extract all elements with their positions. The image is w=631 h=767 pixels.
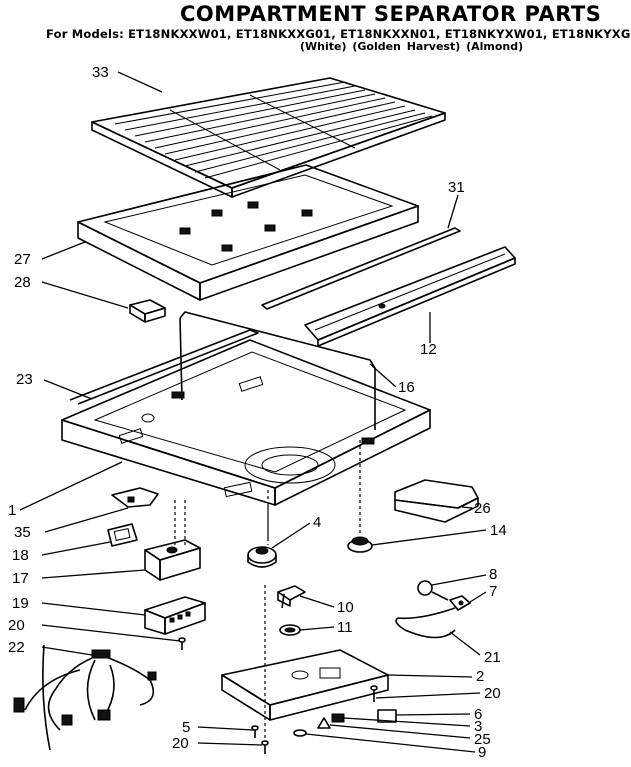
callout-9: 9 (478, 744, 486, 761)
callout-10: 10 (337, 599, 354, 616)
part-20-screw-b (370, 685, 378, 702)
callout-11: 11 (337, 619, 353, 636)
part-6-switch (377, 709, 397, 723)
callout-20-b: 20 (484, 685, 501, 702)
callout-5: 5 (182, 719, 190, 736)
callout-1: 1 (8, 502, 16, 519)
part-35-clip (111, 487, 159, 508)
callout-14: 14 (490, 522, 507, 539)
callout-16: 16 (398, 379, 415, 396)
callout-20-a: 20 (8, 617, 25, 634)
part-12-channel (304, 246, 516, 347)
model-list: For Models: ET18NKXXW01, ET18NKXXG01, ET… (46, 27, 631, 41)
part-22-harness (13, 644, 157, 751)
callout-19: 19 (12, 595, 29, 612)
callout-23: 23 (16, 371, 33, 388)
callout-33: 33 (92, 64, 109, 81)
part-4-knob (247, 490, 277, 568)
callout-8: 8 (489, 566, 497, 583)
part-5-screw (251, 725, 259, 738)
callout-26: 26 (474, 500, 491, 517)
callout-4: 4 (313, 514, 321, 531)
callout-20-c: 20 (172, 735, 189, 752)
callout-28: 28 (14, 274, 31, 291)
callout-27: 27 (14, 251, 31, 268)
part-20-screw-a (178, 637, 186, 650)
part-20-screw-c (261, 740, 269, 754)
callout-17: 17 (12, 570, 29, 587)
part-19-bracket (144, 596, 206, 635)
part-25-spring (317, 717, 331, 729)
part-9-pad (293, 729, 307, 737)
part-26-pad (394, 479, 479, 523)
part-28-block (129, 299, 166, 323)
callout-35: 35 (14, 524, 31, 541)
part-14-grommet (347, 440, 373, 553)
callout-2: 2 (476, 668, 484, 685)
callout-22: 22 (8, 639, 25, 656)
part-3-actuator (331, 713, 345, 723)
callout-25: 25 (474, 731, 491, 748)
part-7-socket (449, 595, 471, 611)
exploded-parts-diagram: 33 31 27 28 12 23 16 1 26 35 14 4 18 17 … (8, 64, 516, 761)
callout-6: 6 (474, 706, 482, 723)
callout-21: 21 (484, 649, 501, 666)
callout-7: 7 (489, 583, 497, 600)
part-21-wire (395, 607, 456, 639)
part-33-grille (91, 77, 446, 198)
part-31-strip (261, 227, 461, 310)
callout-31: 31 (448, 179, 465, 196)
leader-lines (19, 71, 487, 753)
part-27-tray (77, 164, 419, 301)
part-18-bezel (107, 523, 138, 547)
color-legend: (White) (Golden Harvest) (Almond) (300, 40, 524, 53)
part-2-base (221, 649, 389, 721)
callout-3: 3 (474, 718, 482, 735)
part-11-washer (279, 624, 301, 636)
part-8-bulb (417, 580, 449, 601)
callout-18: 18 (12, 547, 29, 564)
part-23-panel (61, 329, 431, 506)
callout-12: 12 (420, 341, 437, 358)
part-10-thermostat (277, 585, 306, 609)
page-title: COMPARTMENT SEPARATOR PARTS (180, 2, 602, 26)
part-17-housing (144, 500, 201, 581)
